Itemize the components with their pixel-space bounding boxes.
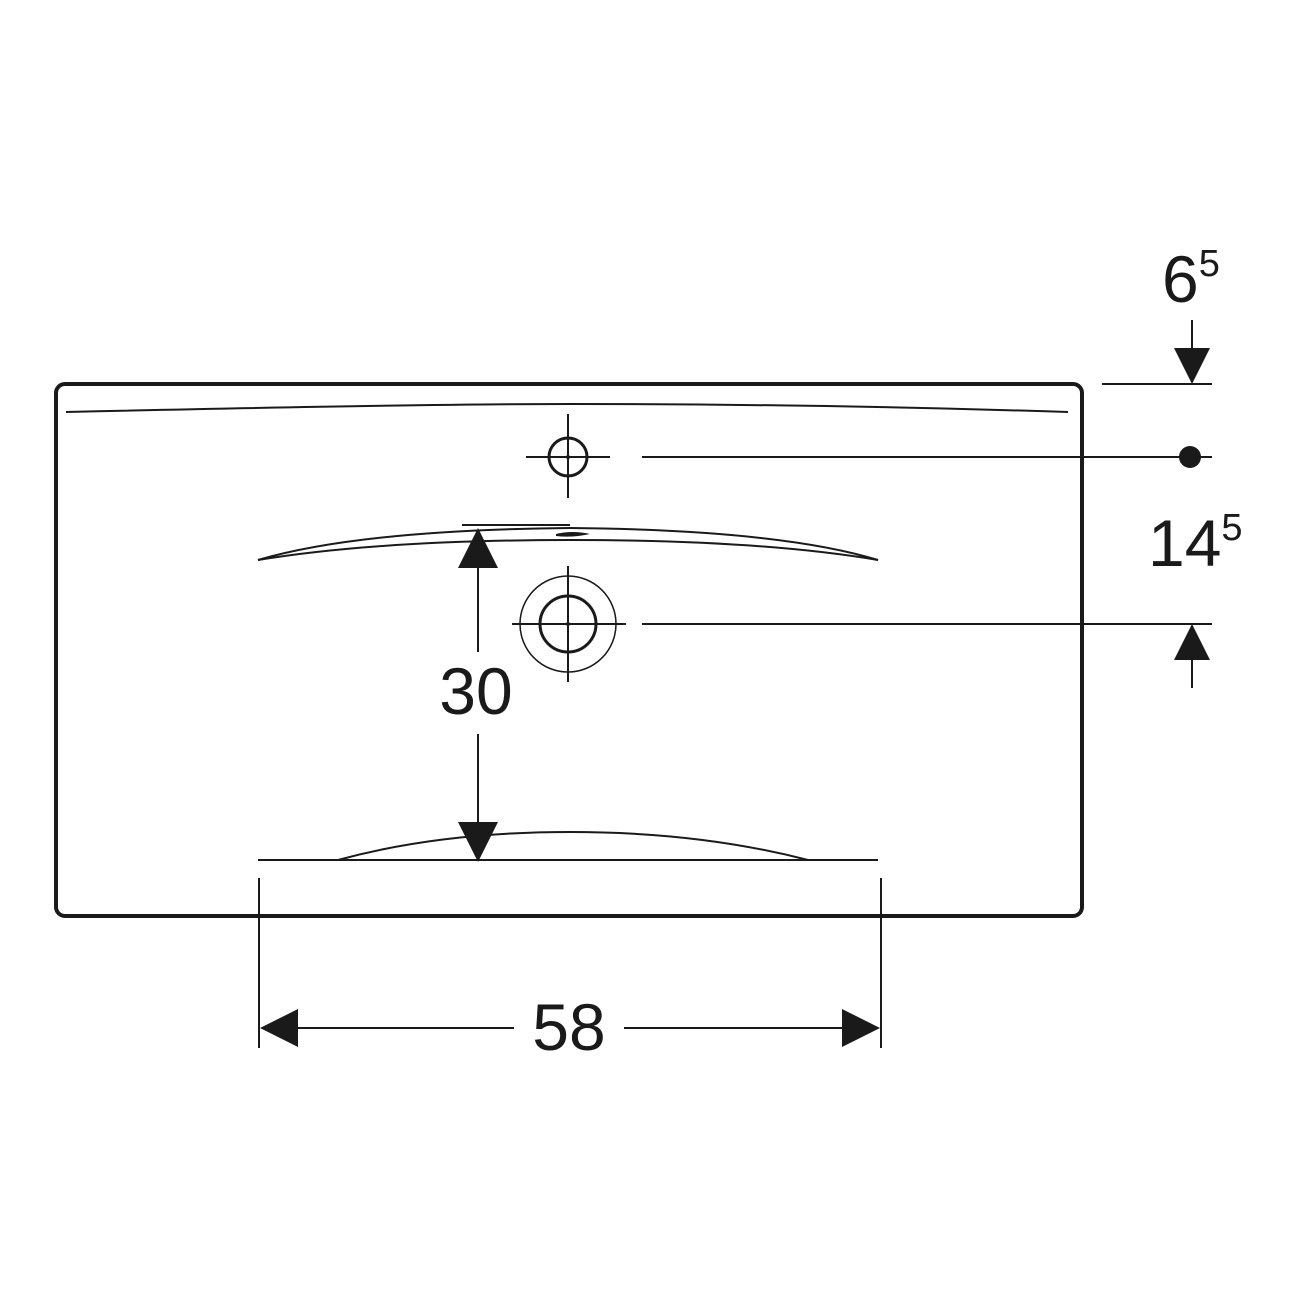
tap-hole-offset-label: 65 (1162, 242, 1220, 316)
arrow-up-icon (458, 528, 498, 568)
tap-center-dot (1179, 446, 1201, 468)
arrow-up-icon (1174, 624, 1210, 688)
arrow-down-icon (1174, 320, 1210, 384)
tap-to-drain-label: 145 (1148, 506, 1243, 580)
drain-hole (512, 566, 626, 682)
basin-outline (54, 382, 1084, 918)
overflow-slot (556, 532, 590, 537)
tap-hole (526, 414, 610, 498)
width-dimension (258, 878, 882, 1048)
depth-label: 30 (439, 654, 512, 728)
basin-rear-rim-line (65, 402, 1069, 413)
arrow-down-icon (458, 822, 498, 862)
bowl-lower-edge (258, 830, 878, 861)
arrow-left-icon (260, 1009, 298, 1047)
width-label: 58 (532, 990, 605, 1064)
bowl-upper-edge (257, 524, 879, 561)
arrow-right-icon (842, 1009, 880, 1047)
depth-dimension (458, 528, 498, 862)
